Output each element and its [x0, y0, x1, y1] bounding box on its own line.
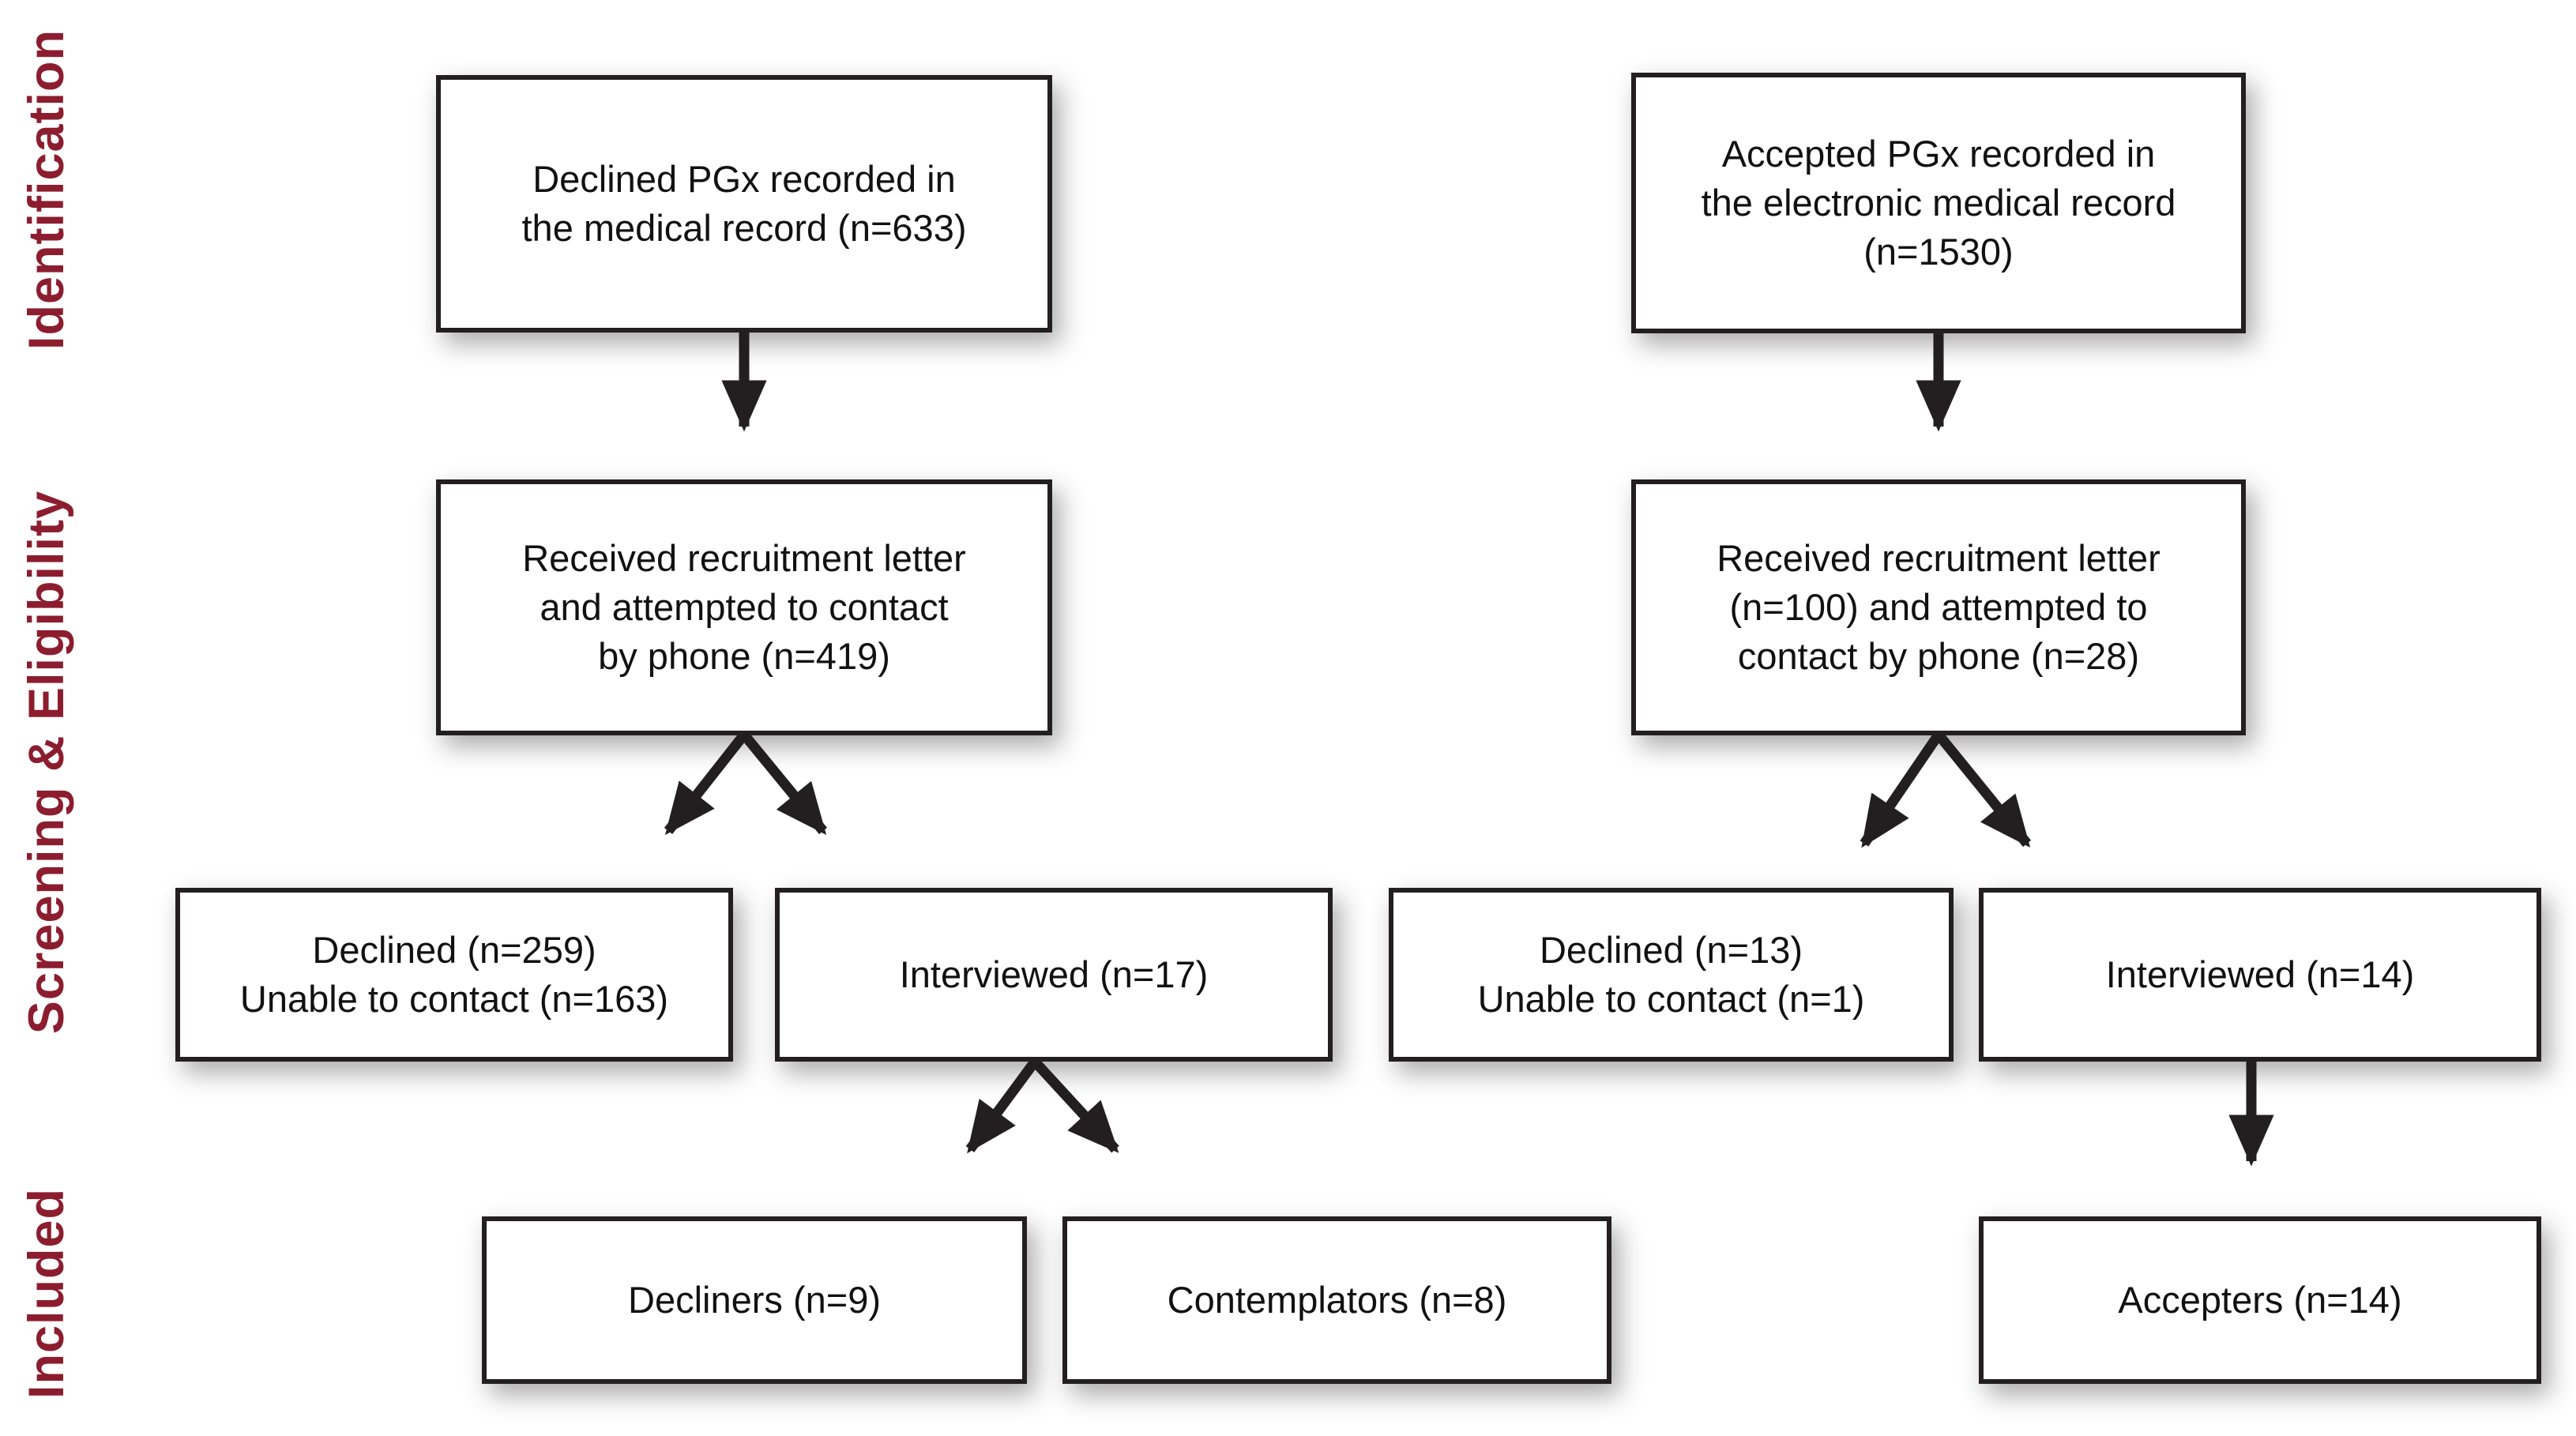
flow-box-text: Declined (n=259) Unable to contact (n=16… — [239, 928, 669, 1020]
flow-box-accepters: Accepters (n=14) — [1979, 1216, 2541, 1384]
arrow-declined-letter-to-screenout — [664, 731, 749, 836]
flow-box-declined-recruitment: Received recruitment letter and attempte… — [436, 479, 1052, 735]
arrow-accepted-letter-to-screenout — [1860, 731, 1943, 848]
stage-label-identification: Identification — [0, 24, 93, 355]
flow-box-text: Declined PGx recorded in the medical rec… — [521, 157, 967, 249]
flow-box-text: Interviewed (n=17) — [899, 953, 1209, 995]
flow-box-declined-pgx-identified: Declined PGx recorded in the medical rec… — [436, 75, 1052, 333]
flow-box-text: Contemplators (n=8) — [1167, 1278, 1507, 1321]
stage-label-text: Screening & Eligibility — [19, 490, 74, 1035]
flow-box-text: Declined (n=13) Unable to contact (n=1) — [1477, 928, 1865, 1020]
flow-box-text: Interviewed (n=14) — [2105, 953, 2415, 995]
flow-box-text: Received recruitment letter and attempte… — [522, 536, 966, 678]
flow-box-accepted-screen-out: Declined (n=13) Unable to contact (n=1) — [1389, 888, 1954, 1062]
flow-box-contemplators: Contemplators (n=8) — [1062, 1216, 1611, 1384]
flow-box-declined-interviewed: Interviewed (n=17) — [775, 888, 1333, 1062]
flow-box-accepted-recruitment: Received recruitment letter (n=100) and … — [1631, 479, 2246, 735]
flow-box-decliners: Decliners (n=9) — [482, 1216, 1027, 1384]
flow-box-text: Accepted PGx recorded in the electronic … — [1701, 132, 2176, 273]
arrow-interviewed-to-decliners — [965, 1058, 1040, 1154]
arrow-interviewed-to-contemplators — [1031, 1058, 1119, 1153]
flow-box-text: Decliners (n=9) — [628, 1278, 881, 1321]
stage-label-included: Included — [0, 1157, 93, 1430]
flow-box-text: Received recruitment letter (n=100) and … — [1717, 536, 2160, 678]
stage-label-text: Included — [19, 1187, 74, 1399]
stage-label-screening-eligibility: Screening & Eligibility — [0, 458, 93, 1066]
arrow-declined-letter-to-interviewed — [739, 731, 828, 836]
flow-box-accepted-pgx-identified: Accepted PGx recorded in the electronic … — [1631, 73, 2246, 333]
stage-label-text: Identification — [19, 29, 74, 350]
arrow-accepted-letter-to-interviewed — [1934, 731, 2032, 848]
flow-box-declined-screen-out: Declined (n=259) Unable to contact (n=16… — [175, 888, 733, 1062]
flow-box-text: Accepters (n=14) — [2118, 1278, 2402, 1321]
flow-box-accepted-interviewed: Interviewed (n=14) — [1979, 888, 2541, 1062]
